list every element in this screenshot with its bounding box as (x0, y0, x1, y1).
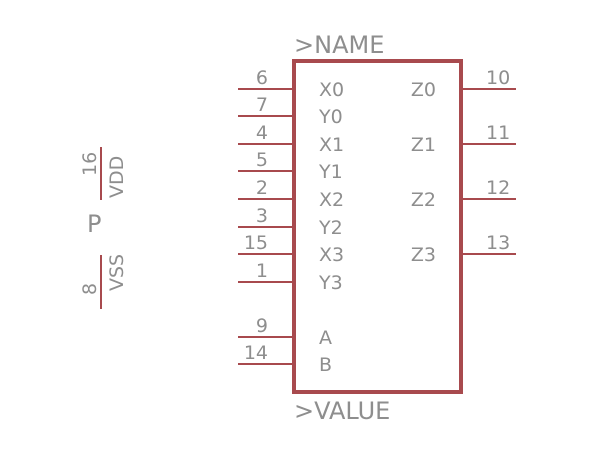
left-pin-number: 9 (256, 315, 268, 337)
vdd-pin-label: VDD (106, 156, 128, 198)
left-pin-number: 14 (244, 342, 268, 364)
left-pin-label: B (319, 354, 332, 376)
power-label: P (87, 210, 101, 238)
left-pin-label: Y2 (318, 217, 343, 239)
name-label: >NAME (294, 31, 384, 59)
right-pin-label: Z0 (411, 79, 436, 101)
power-section: 16 VDD P 8 VSS (79, 147, 128, 309)
left-pin-number: 15 (244, 232, 268, 254)
left-pin-label: Y0 (318, 106, 343, 128)
left-pin-label: A (319, 327, 332, 349)
right-pin-number: 12 (486, 177, 510, 199)
right-pin-label: Z3 (411, 244, 436, 266)
right-pin-label: Z2 (411, 189, 436, 211)
value-label: >VALUE (294, 397, 390, 425)
right-pin-number: 13 (486, 232, 510, 254)
left-pin-label: X3 (319, 244, 344, 266)
left-pin-label: X1 (319, 134, 344, 156)
right-pin-label: Z1 (411, 134, 436, 156)
left-pin-number: 1 (256, 260, 268, 282)
left-pin-label: X0 (319, 79, 344, 101)
left-pin-number: 4 (256, 122, 268, 144)
left-pin-label: X2 (319, 189, 344, 211)
vss-pin-label: VSS (106, 254, 128, 291)
left-pin-label: Y3 (318, 272, 343, 294)
left-pin-number: 5 (256, 149, 268, 171)
left-pin-label: Y1 (318, 161, 343, 183)
vss-pin-number: 8 (79, 283, 101, 295)
left-pin-number: 7 (256, 94, 268, 116)
right-pin-number: 11 (486, 122, 510, 144)
left-pin-number: 6 (256, 67, 268, 89)
right-pin-number: 10 (486, 67, 510, 89)
left-pin-number: 3 (256, 205, 268, 227)
vdd-pin-number: 16 (79, 152, 101, 176)
left-pin-number: 2 (256, 177, 268, 199)
